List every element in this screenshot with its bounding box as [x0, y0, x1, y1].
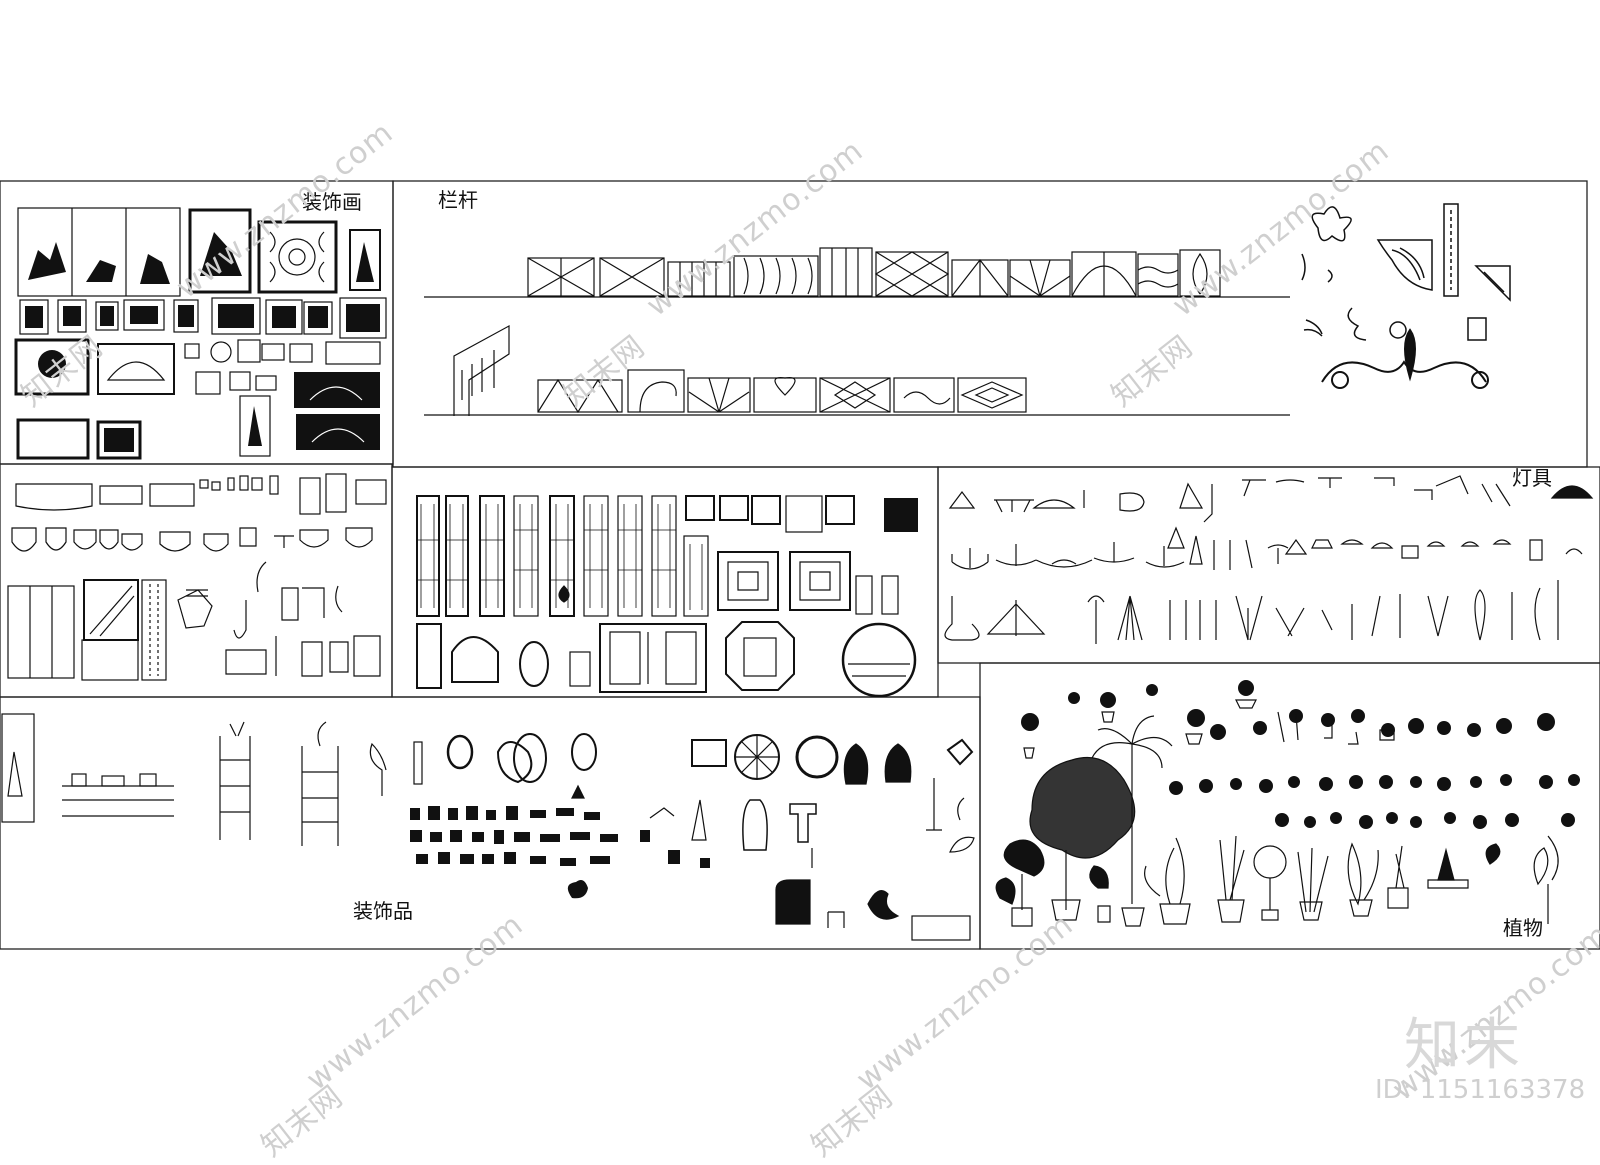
large-tree	[1029, 756, 1136, 921]
brand-logo: 知末	[1404, 1013, 1524, 1078]
ornaments-drawing	[1, 713, 975, 941]
panel-frames	[0, 180, 1600, 950]
pendant-lamps-row	[944, 580, 1559, 644]
vanity	[81, 639, 139, 681]
moon-window	[841, 622, 917, 698]
railing-row-lower	[537, 369, 1027, 414]
ornamental-square-panel	[257, 220, 338, 294]
railings-drawing	[424, 247, 1290, 416]
small-frames-row	[19, 297, 387, 339]
display-shelf	[62, 773, 174, 817]
ceiling-lamps-row	[948, 475, 1594, 523]
plants-drawing	[995, 680, 1580, 927]
cad-drawing-sheet: 装饰画	[0, 180, 1600, 950]
lamps-drawing	[944, 475, 1594, 644]
paintings-label: 装饰画	[302, 190, 362, 214]
framed-figure-painting	[188, 208, 252, 294]
lamps-label: 灯具	[1512, 466, 1552, 490]
fan-painting-dark-2	[296, 414, 380, 450]
bathroom-panel-frame	[0, 463, 393, 698]
ornaments-label: 装饰品	[353, 899, 413, 923]
fan-painting	[97, 343, 175, 395]
topiary-ball	[1253, 845, 1287, 879]
lattice-squares	[685, 495, 918, 615]
fan-painting-dark-1	[294, 372, 380, 408]
railing-row-upper	[527, 247, 1221, 297]
lattice-window	[599, 623, 707, 693]
small-figurines	[410, 806, 710, 899]
railings-panel-frame	[392, 180, 1588, 468]
tall-screen-panels	[416, 495, 709, 617]
image-id-label: ID: 1151163378	[1375, 1075, 1586, 1105]
chandeliers-row	[951, 526, 1583, 570]
ornaments-panel-frame	[0, 696, 981, 950]
vertical-painting	[349, 229, 381, 291]
oval-mirror	[519, 641, 549, 687]
small-trees	[995, 835, 1559, 927]
wardrobe	[1, 713, 35, 823]
plants-label: 植物	[1503, 916, 1543, 940]
triptych-painting	[17, 207, 181, 297]
chinese-screens	[416, 495, 918, 698]
railings-label: 栏杆	[438, 188, 478, 212]
carved-ornaments	[1301, 203, 1511, 389]
toilet-row	[11, 527, 373, 552]
aquarium-painting	[911, 915, 971, 941]
staircase-railing	[453, 324, 510, 416]
pots	[1023, 699, 1395, 759]
decorative-paintings	[14, 207, 387, 460]
plants-panel-frame	[979, 662, 1600, 950]
palm-tree	[1091, 715, 1173, 927]
bathroom-fixtures	[7, 473, 387, 681]
shower-door	[7, 585, 75, 679]
flower-painting	[14, 338, 90, 396]
potted-plants-top-rows	[1021, 680, 1580, 829]
octagon-window	[725, 621, 795, 691]
scroll-ornament	[1321, 328, 1489, 389]
